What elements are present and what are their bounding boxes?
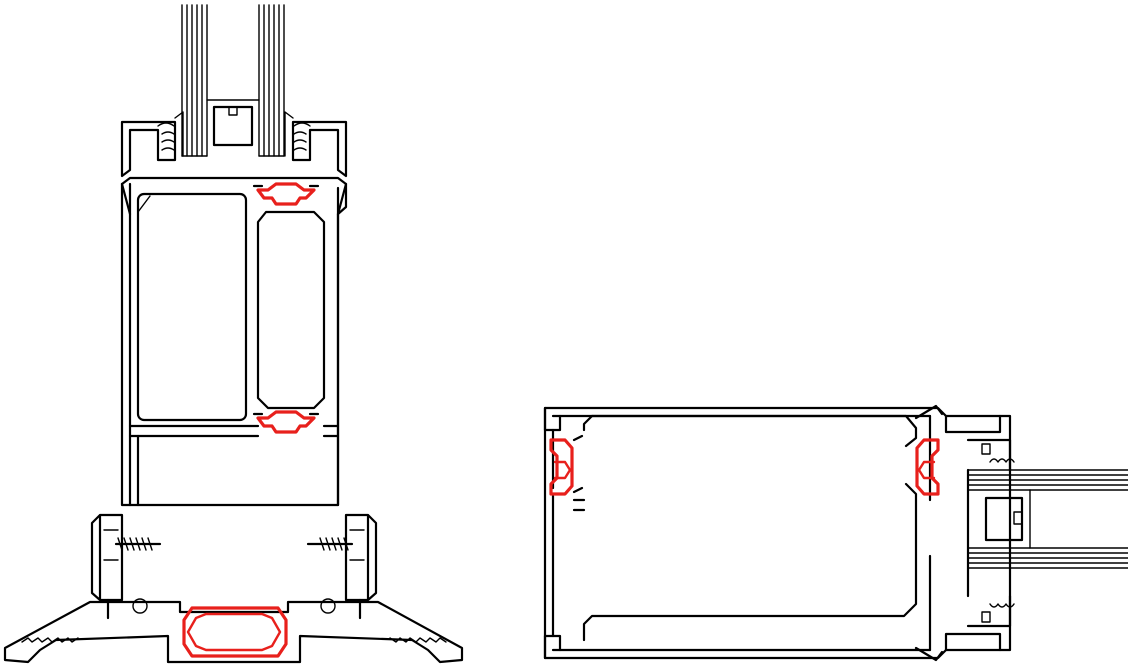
thermal-break-mid (256, 410, 316, 434)
frame-chamber-large (136, 192, 248, 422)
vertical-frame (120, 176, 348, 507)
sash-top (120, 111, 348, 178)
thermal-break-sill (182, 606, 288, 658)
glazing-unit-vertical (181, 4, 285, 157)
thermal-break-right (915, 438, 940, 496)
horizontal-frame (543, 404, 1012, 662)
thermal-break-horizontal (549, 438, 940, 496)
thermal-break-top (256, 182, 316, 206)
vertical-section (3, 4, 464, 664)
glass-spacer-horizontal (984, 496, 1024, 542)
thermal-break-left (549, 438, 574, 496)
sash-side (944, 414, 1015, 652)
glazing-unit-horizontal (967, 469, 1128, 569)
frame-chamber-small (256, 210, 326, 410)
sill-profile (3, 598, 464, 664)
thermal-break-vertical (252, 182, 320, 434)
sill-hardware (90, 513, 378, 620)
horizontal-section (543, 404, 1128, 662)
glass-spacer (212, 105, 254, 147)
